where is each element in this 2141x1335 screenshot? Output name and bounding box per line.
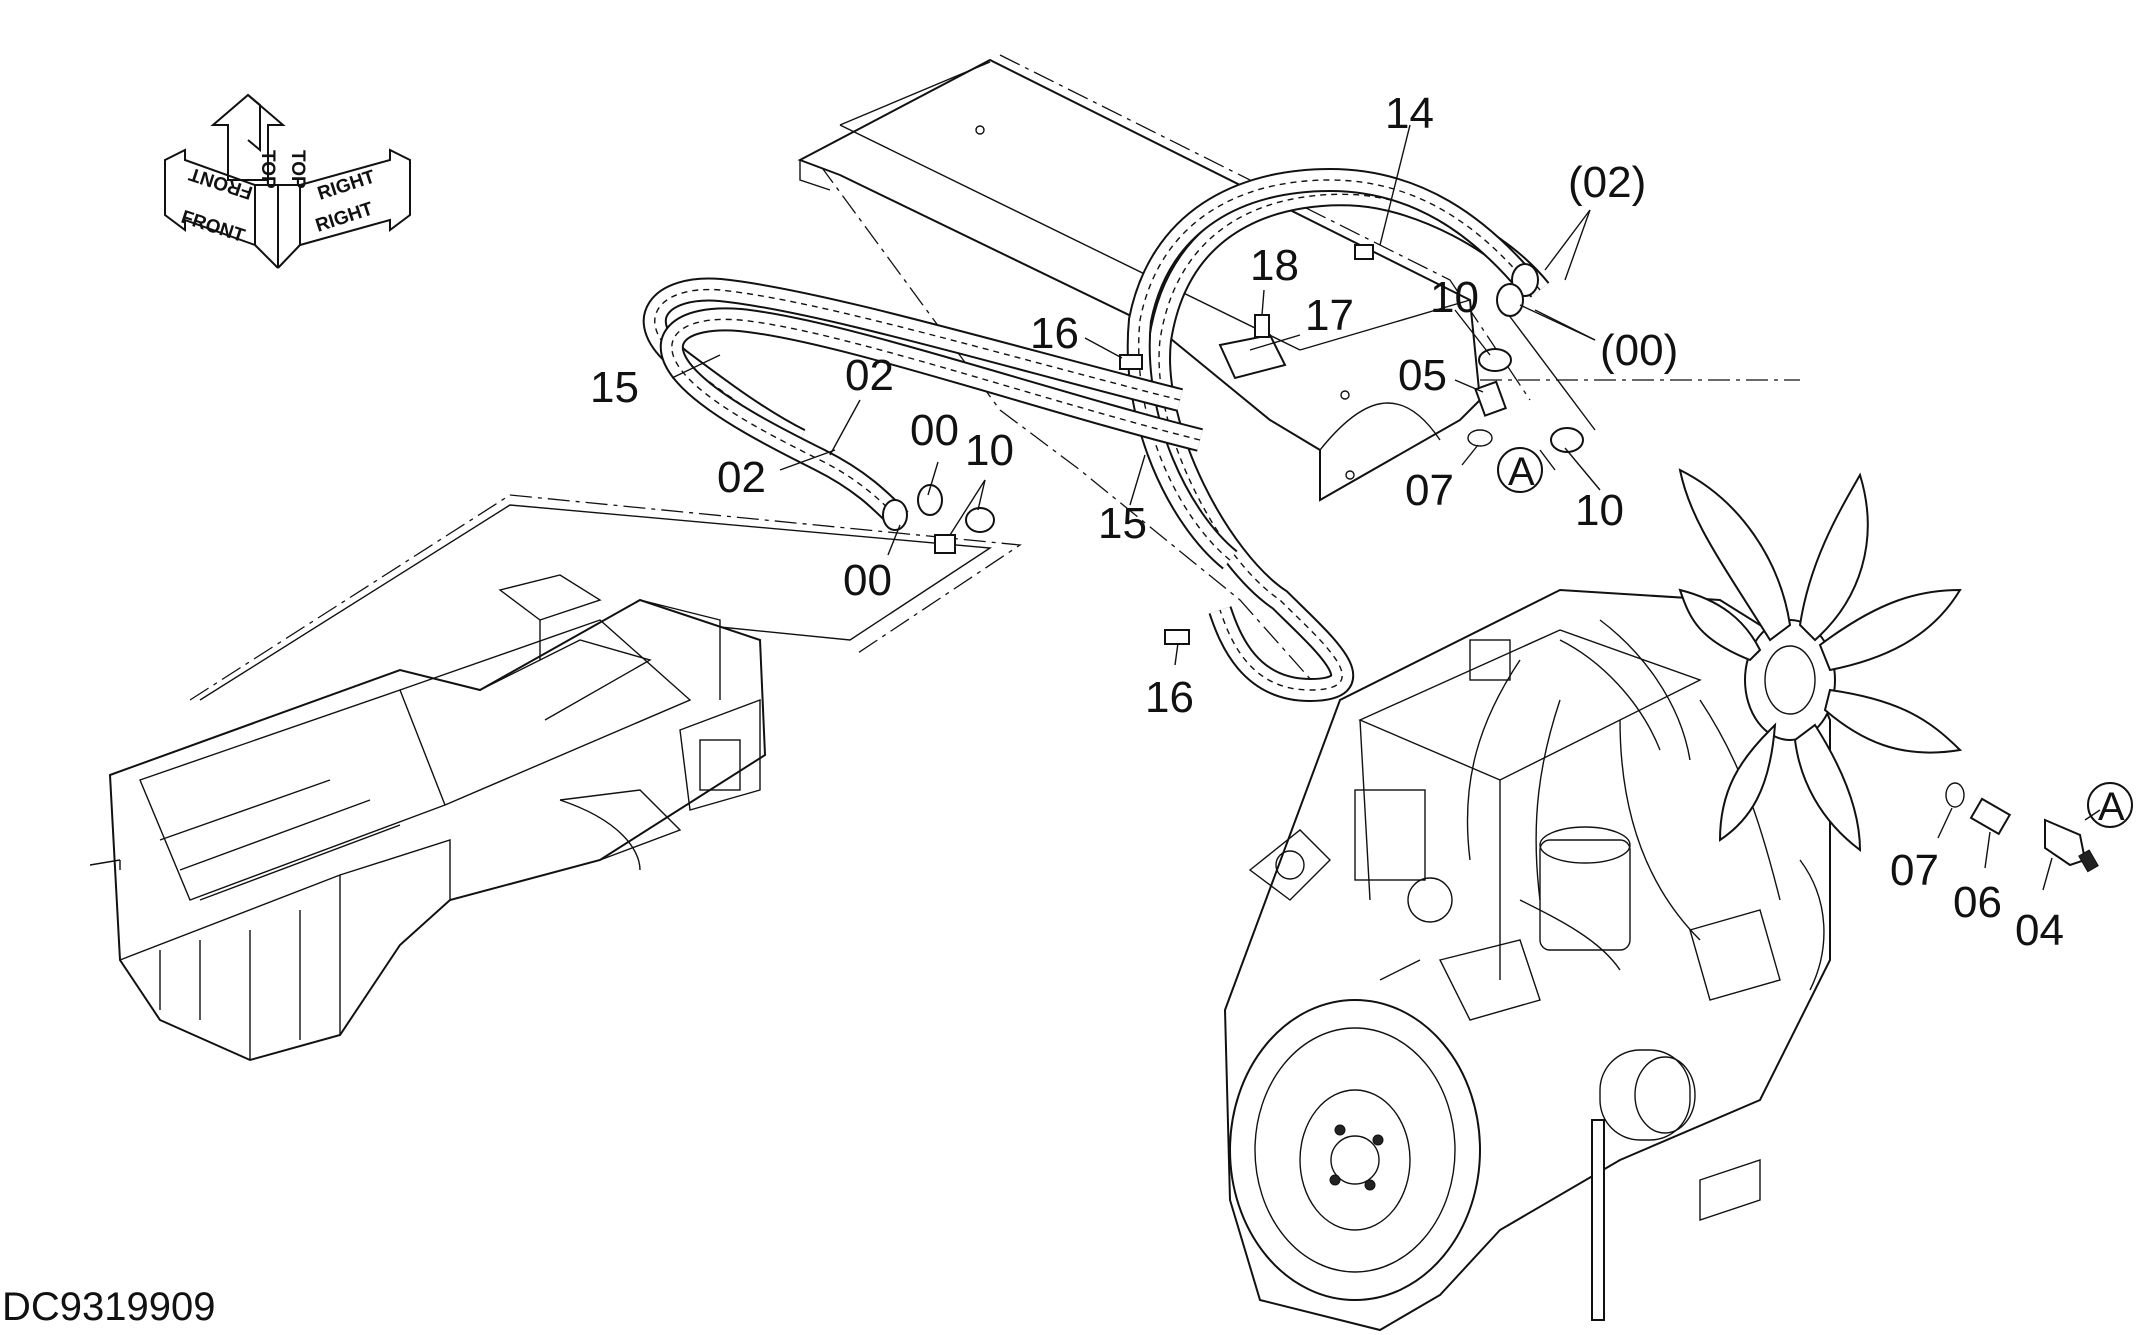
callout-00-upper: 00	[910, 406, 959, 455]
callouts: 14 (02) (00) 18 10 17 16 05 15 02 00 10 …	[590, 89, 2064, 955]
orientation-arrows-icon: FRONT FRONT TOP TOP RIGHT RIGHT	[164, 93, 411, 269]
callout-18: 18	[1250, 241, 1299, 290]
fan-icon	[1678, 468, 1963, 853]
leader-lines	[671, 124, 2101, 891]
assembly-guidelines	[189, 54, 1800, 701]
front-label-mirrored: FRONT	[186, 163, 255, 203]
callout-02-paren: (02)	[1568, 158, 1646, 207]
callout-07-top: 07	[1405, 466, 1454, 515]
reference-marker-a-upper: A	[1497, 447, 1543, 494]
callout-16-bottom: 16	[1145, 673, 1194, 722]
callout-04: 04	[2015, 906, 2064, 955]
callout-05: 05	[1398, 351, 1447, 400]
heater-hoses	[642, 167, 1550, 703]
top-label: TOP	[257, 150, 278, 189]
callout-02-lower: 02	[717, 453, 766, 502]
callout-10-left: 10	[965, 426, 1014, 475]
top-label-rot: TOP	[287, 150, 308, 189]
callout-15-left: 15	[590, 363, 639, 412]
reference-marker-a-lower: A	[2087, 782, 2133, 829]
front-label: FRONT	[178, 207, 247, 247]
callout-14: 14	[1385, 89, 1434, 138]
callout-10-right: 10	[1575, 486, 1624, 535]
document-id: DC9319909	[2, 1285, 216, 1329]
callout-00-paren: (00)	[1600, 326, 1678, 375]
engine-icon	[1223, 588, 1831, 1332]
reference-marker-a-upper-label: A	[1508, 450, 1535, 494]
reference-marker-a-lower-label: A	[2098, 785, 2125, 829]
callout-10-top: 10	[1430, 273, 1479, 322]
callout-00-lower: 00	[843, 556, 892, 605]
clips-and-fittings	[934, 244, 2099, 873]
callout-07-right: 07	[1890, 846, 1939, 895]
callout-15-mid: 15	[1098, 499, 1147, 548]
heater-unit-icon	[89, 574, 767, 1062]
callout-16-top: 16	[1030, 309, 1079, 358]
callout-02-upper: 02	[845, 351, 894, 400]
callout-06: 06	[1953, 878, 2002, 927]
callout-17: 17	[1305, 291, 1354, 340]
